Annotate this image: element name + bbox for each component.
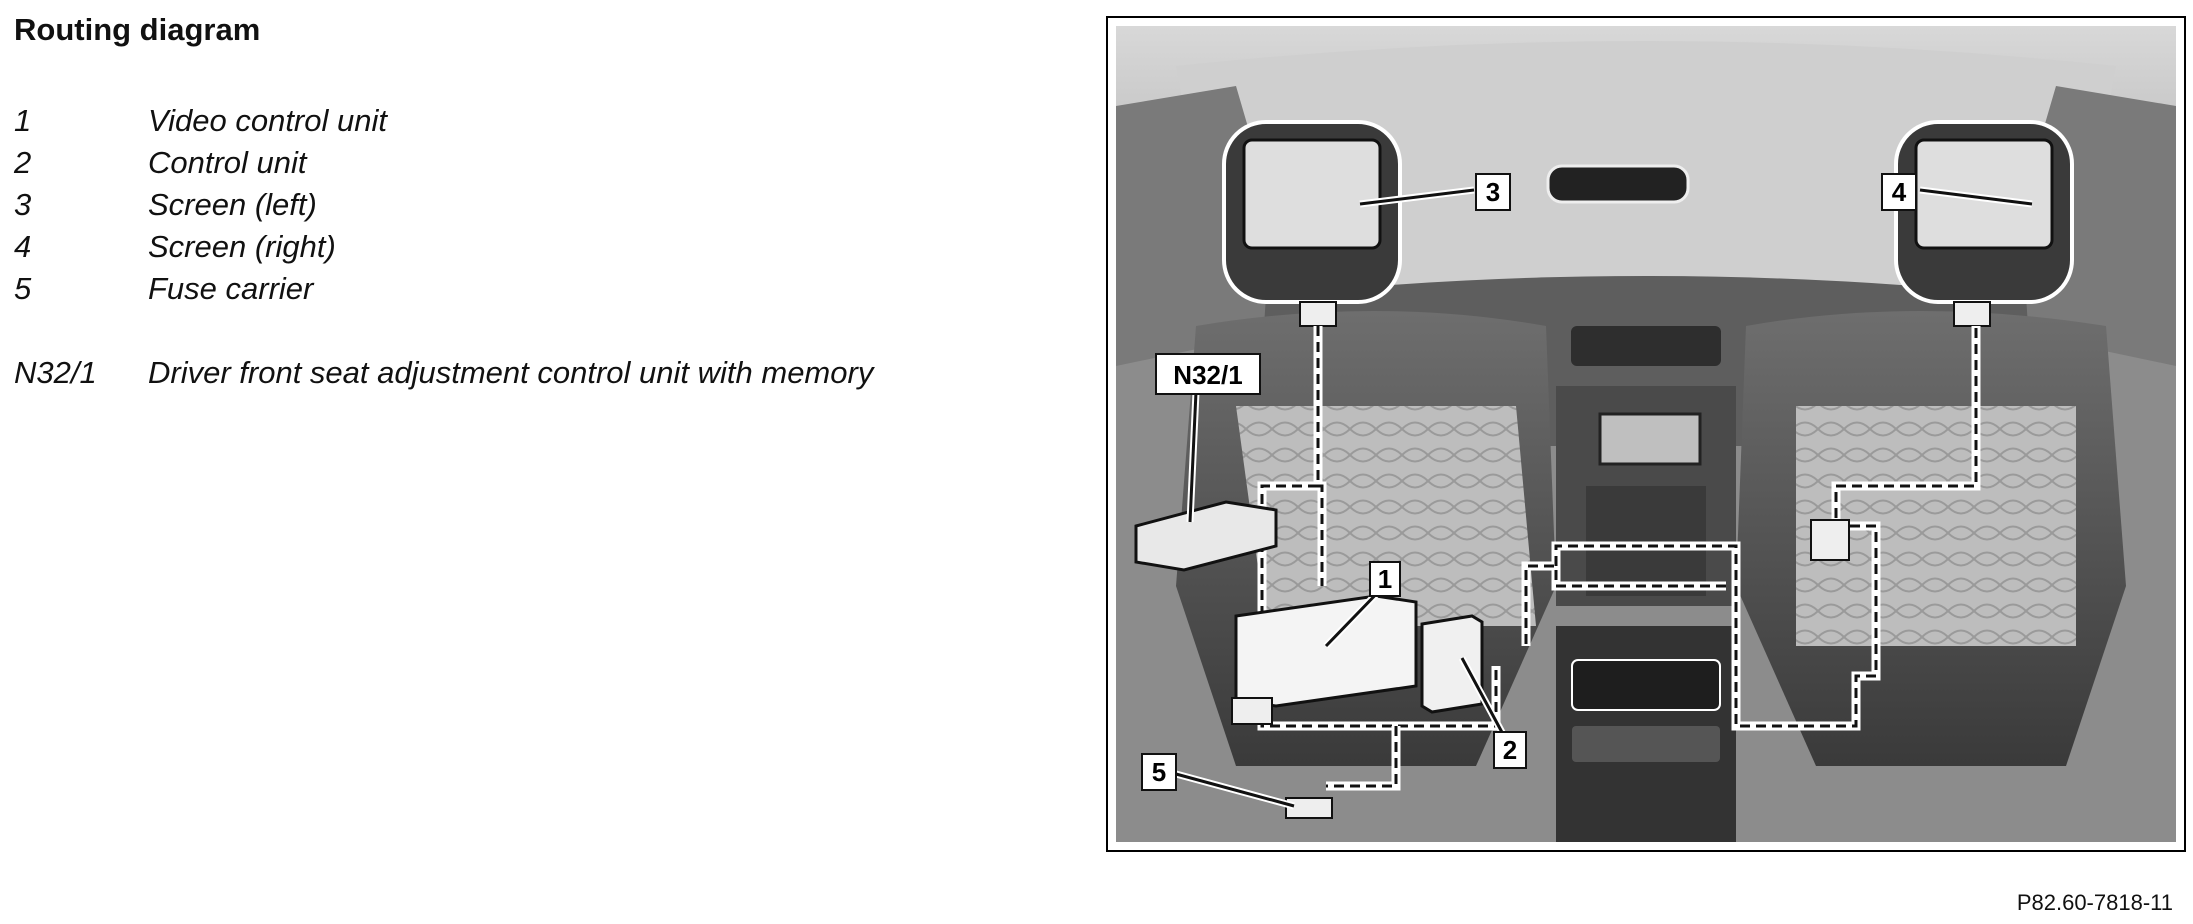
legend-number: N32/1 (14, 355, 97, 390)
video-control-unit (1234, 594, 1418, 708)
callout-2: 2 (1493, 731, 1527, 769)
left-headrest-screen (1242, 138, 1382, 250)
legend-label: Control unit (148, 145, 307, 180)
callout-5: 5 (1141, 753, 1177, 791)
legend-label: Fuse carrier (148, 271, 314, 306)
legend-number: 5 (14, 271, 32, 306)
legend-number: 4 (14, 229, 32, 264)
left-seat-back-open (1236, 406, 1536, 626)
rear-controls (1572, 726, 1720, 762)
fuse-carrier (1285, 797, 1333, 819)
legend-label: Driver front seat adjustment control uni… (148, 355, 874, 390)
page-title: Routing diagram (14, 12, 261, 47)
callout-label: 4 (1892, 177, 1907, 207)
legend: 1 Video control unit 2 Control unit 3 Sc… (14, 100, 873, 394)
legend-spacer (14, 310, 873, 352)
routing-figure: 3 4 N32/1 1 2 5 (1106, 16, 2186, 852)
video-unit-plug (1231, 697, 1273, 725)
right-screen-connector (1953, 301, 1991, 327)
legend-item: 3 Screen (left) (14, 184, 873, 226)
seat-control-unit (1134, 500, 1278, 572)
callout-label: 2 (1503, 735, 1517, 765)
center-vents (1571, 326, 1721, 366)
control-unit (1420, 614, 1484, 714)
callout-label: 3 (1486, 177, 1500, 207)
legend-label: Screen (right) (148, 229, 336, 264)
navigation-display (1598, 412, 1702, 466)
legend-item: 1 Video control unit (14, 100, 873, 142)
car-interior-illustration: 3 4 N32/1 1 2 5 (1116, 26, 2176, 842)
legend-item-extra: N32/1 Driver front seat adjustment contr… (14, 352, 873, 394)
legend-label: Screen (left) (148, 187, 317, 222)
callout-1: 1 (1369, 561, 1401, 597)
legend-number: 2 (14, 145, 32, 180)
legend-item: 2 Control unit (14, 142, 873, 184)
legend-number: 1 (14, 103, 32, 138)
callout-label: N32/1 (1173, 360, 1242, 390)
legend-item: 4 Screen (right) (14, 226, 873, 268)
callout-label: 5 (1152, 757, 1166, 787)
right-seat-back-open (1796, 406, 2076, 646)
rear-vents (1571, 659, 1721, 711)
legend-label: Video control unit (148, 103, 387, 138)
callout-n32-1: N32/1 (1155, 353, 1261, 395)
left-screen-connector (1299, 301, 1337, 327)
callout-3: 3 (1475, 173, 1511, 211)
rear-view-mirror (1546, 164, 1690, 204)
right-seat-connector (1810, 519, 1850, 561)
callout-label: 1 (1378, 564, 1392, 594)
figure-reference: P82.60-7818-11 (2016, 890, 2173, 915)
callout-4: 4 (1881, 173, 1917, 211)
legend-item: 5 Fuse carrier (14, 268, 873, 310)
legend-number: 3 (14, 187, 32, 222)
gear-area (1586, 486, 1706, 596)
wiring-harness (1257, 326, 1981, 791)
